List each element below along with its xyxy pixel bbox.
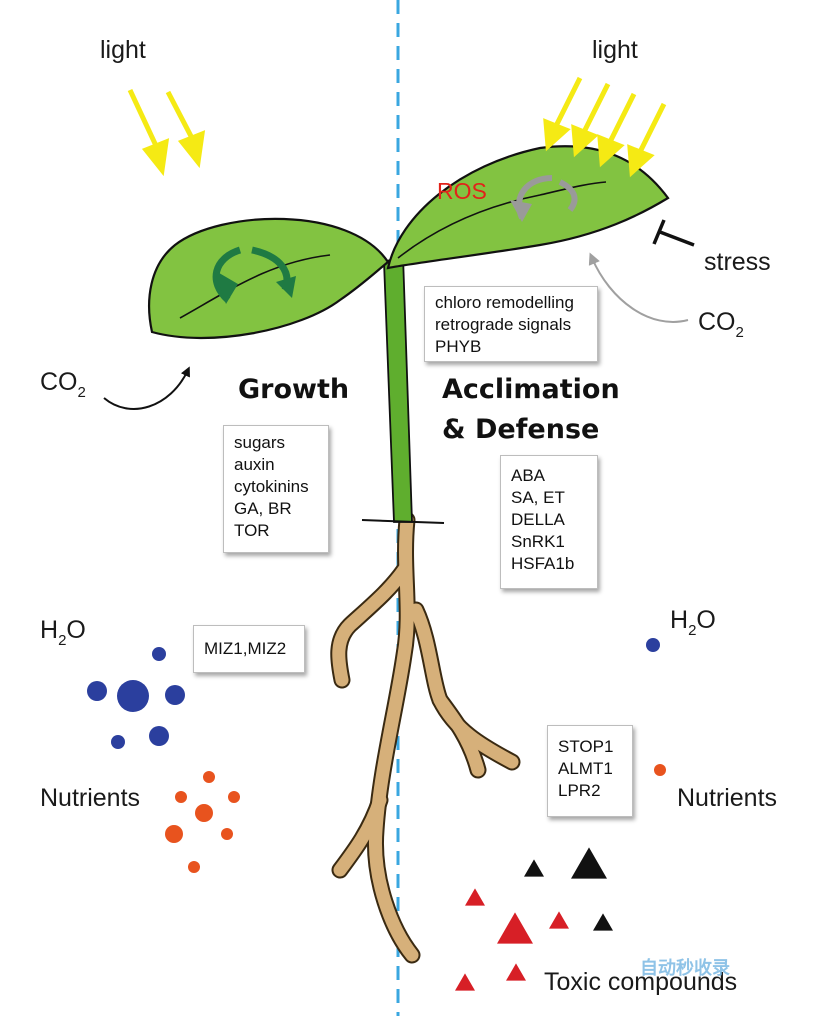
h2o-left-suffix: O	[66, 616, 86, 644]
chloro-box: chloro remodelling retrograde signals PH…	[424, 286, 598, 362]
h2o-label-right: H2O	[670, 606, 716, 639]
h2o-left-subscript: 2	[58, 632, 67, 649]
co2-left-text: CO	[40, 368, 78, 396]
stop-item: STOP1	[558, 737, 614, 756]
triangles-layer	[455, 847, 613, 991]
dots-layer	[87, 638, 666, 873]
h2o-dot	[149, 726, 169, 746]
light-label-right: light	[592, 36, 638, 64]
nutrient-dot	[228, 791, 240, 803]
stop-item: LPR2	[558, 781, 601, 800]
defense-item: DELLA	[511, 510, 565, 529]
h2o-dot	[87, 681, 107, 701]
nutrient-dot	[188, 861, 200, 873]
toxic-triangle-icon	[455, 973, 475, 991]
co2-left-subscript: 2	[77, 384, 86, 401]
h2o-dot	[111, 735, 125, 749]
nutrients-label-right: Nutrients	[677, 784, 778, 812]
watermark: 自动秒收录	[640, 958, 730, 979]
defense-item: ABA	[511, 466, 546, 485]
left-cycle-arrowhead-a	[214, 270, 238, 304]
growth-item: cytokinins	[234, 477, 309, 496]
co2-right-arrow	[588, 252, 689, 323]
defense-heading: & Defense	[442, 414, 600, 445]
soil-line	[361, 519, 445, 524]
h2o-label-left: H2O	[40, 616, 86, 649]
acclimation-heading: Acclimation	[442, 374, 620, 405]
co2-left-arrow	[103, 366, 190, 410]
h2o-right-subscript: 2	[688, 622, 697, 639]
growth-item: auxin	[234, 455, 275, 474]
toxic-triangle-icon	[465, 888, 485, 906]
co2-right-text: CO	[698, 308, 736, 336]
stop-item: ALMT1	[558, 759, 613, 778]
left-leaf	[148, 217, 390, 340]
growth-item: sugars	[234, 433, 286, 452]
toxic-triangle-icon	[497, 912, 533, 944]
growth-heading: Growth	[238, 374, 350, 405]
h2o-dot	[152, 647, 166, 661]
nutrients-label-left: Nutrients	[40, 784, 141, 812]
co2-label-right: CO2	[698, 308, 744, 341]
nutrient-dot	[203, 771, 215, 783]
h2o-left-text: H	[40, 616, 59, 644]
toxic-triangle-icon	[571, 847, 607, 879]
h2o-dot	[646, 638, 660, 652]
left-cycle-arrowhead-b	[276, 276, 296, 298]
nutrient-dot	[195, 804, 213, 822]
miz-box: MIZ1,MIZ2	[193, 625, 305, 673]
miz-item: MIZ1,MIZ2	[204, 639, 287, 658]
stress-inhibitor-icon	[652, 219, 695, 247]
stop-box: STOP1 ALMT1 LPR2	[547, 725, 633, 817]
toxic-triangle-icon	[549, 911, 569, 929]
growth-box: sugars auxin cytokinins GA, BR TOR	[223, 425, 329, 553]
stress-label: stress	[704, 248, 771, 276]
h2o-dot	[165, 685, 185, 705]
toxic-triangle-icon	[506, 963, 526, 981]
nutrient-dot	[175, 791, 187, 803]
light-arrows-right-icon	[543, 76, 667, 178]
co2-label-left: CO2	[40, 368, 86, 401]
nutrient-dot	[654, 764, 666, 776]
toxic-triangle-icon	[524, 859, 544, 877]
right-leaf-vein	[397, 181, 607, 259]
right-cycle-arrowhead	[510, 200, 532, 222]
h2o-right-suffix: O	[696, 606, 716, 634]
growth-item: GA, BR	[234, 499, 292, 518]
left-leaf-vein	[179, 254, 331, 319]
h2o-dot	[117, 680, 149, 712]
defense-item: HSFA1b	[511, 554, 575, 573]
co2-right-subscript: 2	[735, 324, 744, 341]
ros-label: ROS	[437, 178, 487, 204]
stem	[383, 254, 413, 523]
chloro-line: chloro remodelling	[435, 293, 574, 312]
root-system	[330, 511, 521, 964]
light-arrows-left-icon	[127, 88, 206, 177]
defense-item: SnRK1	[511, 532, 565, 551]
defense-box: ABA SA, ET DELLA SnRK1 HSFA1b	[500, 455, 598, 589]
nutrient-dot	[165, 825, 183, 843]
chloro-line: retrograde signals	[435, 315, 572, 334]
growth-item: TOR	[234, 521, 270, 540]
chloro-line: PHYB	[435, 337, 482, 356]
nutrient-dot	[221, 828, 233, 840]
toxic-compounds-label: Toxic compounds	[544, 968, 738, 996]
toxic-triangle-icon	[593, 913, 613, 931]
defense-item: SA, ET	[511, 488, 565, 507]
light-label-left: light	[100, 36, 146, 64]
h2o-right-text: H	[670, 606, 689, 634]
